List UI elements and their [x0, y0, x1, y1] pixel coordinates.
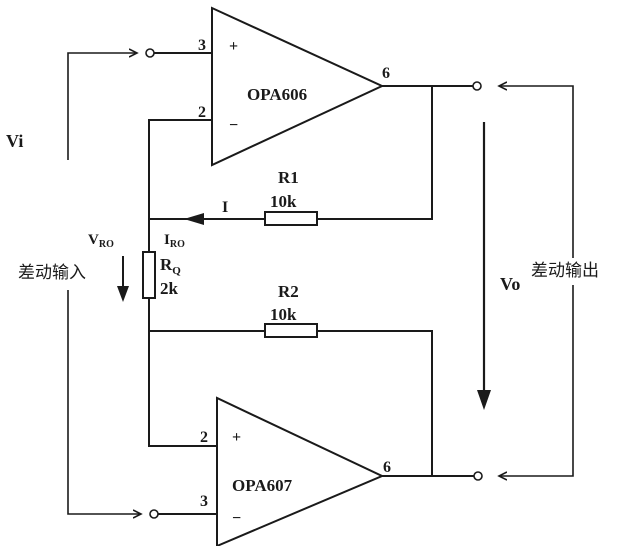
- r2-name: R2: [278, 282, 299, 301]
- input-bracket: Vi 差动输入: [6, 53, 140, 514]
- opamp-top-plus-sign: +: [229, 38, 238, 55]
- i-ro-label: IRO: [164, 232, 185, 250]
- opamp-bottom-name: OPA607: [232, 476, 293, 495]
- resistor-r2: R2 10k: [264, 282, 318, 338]
- vo-arrow-head: [477, 390, 491, 410]
- current-i-label: I: [222, 199, 228, 216]
- rq-label: RQ: [160, 255, 181, 277]
- opamp-top-name: OPA606: [247, 85, 307, 104]
- r2-body: [264, 323, 318, 338]
- resistor-rq: RQ 2k: [142, 251, 181, 299]
- r2-value: 10k: [270, 305, 297, 324]
- terminals: [145, 48, 483, 519]
- current-i-arrow: I: [184, 199, 228, 225]
- output-terminal-bottom: [473, 471, 483, 481]
- input-terminal-top: [145, 48, 155, 58]
- opamp-top-pin-out: 6: [382, 65, 390, 82]
- diff-input-label: 差动输入: [18, 263, 86, 283]
- resistor-r1: R1 10k: [264, 168, 318, 226]
- r1-name: R1: [278, 168, 299, 187]
- opamp-bottom-triangle: [216, 396, 385, 546]
- opamp-top-triangle: [211, 6, 385, 167]
- opamp-bottom: OPA607 + − 2 3 6: [200, 396, 391, 546]
- vi-label: Vi: [6, 131, 23, 151]
- diff-output-label: 差动输出: [531, 261, 599, 281]
- i-ro-indicator: IRO: [164, 232, 185, 250]
- opamp-bottom-pin-minus: 3: [200, 493, 208, 510]
- opamp-bottom-minus-sign: −: [232, 510, 241, 527]
- v-ro-indicator: VRO: [88, 232, 129, 302]
- rq-body: [142, 251, 156, 299]
- input-terminal-bottom: [149, 509, 159, 519]
- opamp-bottom-plus-sign: +: [232, 429, 241, 446]
- r1-value: 10k: [270, 192, 297, 211]
- wires: [148, 52, 475, 515]
- output-bracket: 差动输出 Vo: [477, 86, 599, 476]
- opamp-top-minus-sign: −: [229, 117, 238, 134]
- opamp-top: OPA606 + − 3 2 6: [198, 6, 390, 167]
- v-ro-arrow-head: [117, 286, 129, 302]
- opamp-top-pin-minus: 2: [198, 104, 206, 121]
- opamp-top-pin-plus: 3: [198, 37, 206, 54]
- r1-body: [264, 211, 318, 226]
- output-terminal-top: [472, 81, 482, 91]
- rq-value: 2k: [160, 279, 179, 298]
- v-ro-label: VRO: [88, 232, 114, 250]
- vo-label: Vo: [500, 274, 520, 294]
- opamp-bottom-pin-out: 6: [383, 459, 391, 476]
- opamp-bottom-pin-plus: 2: [200, 429, 208, 446]
